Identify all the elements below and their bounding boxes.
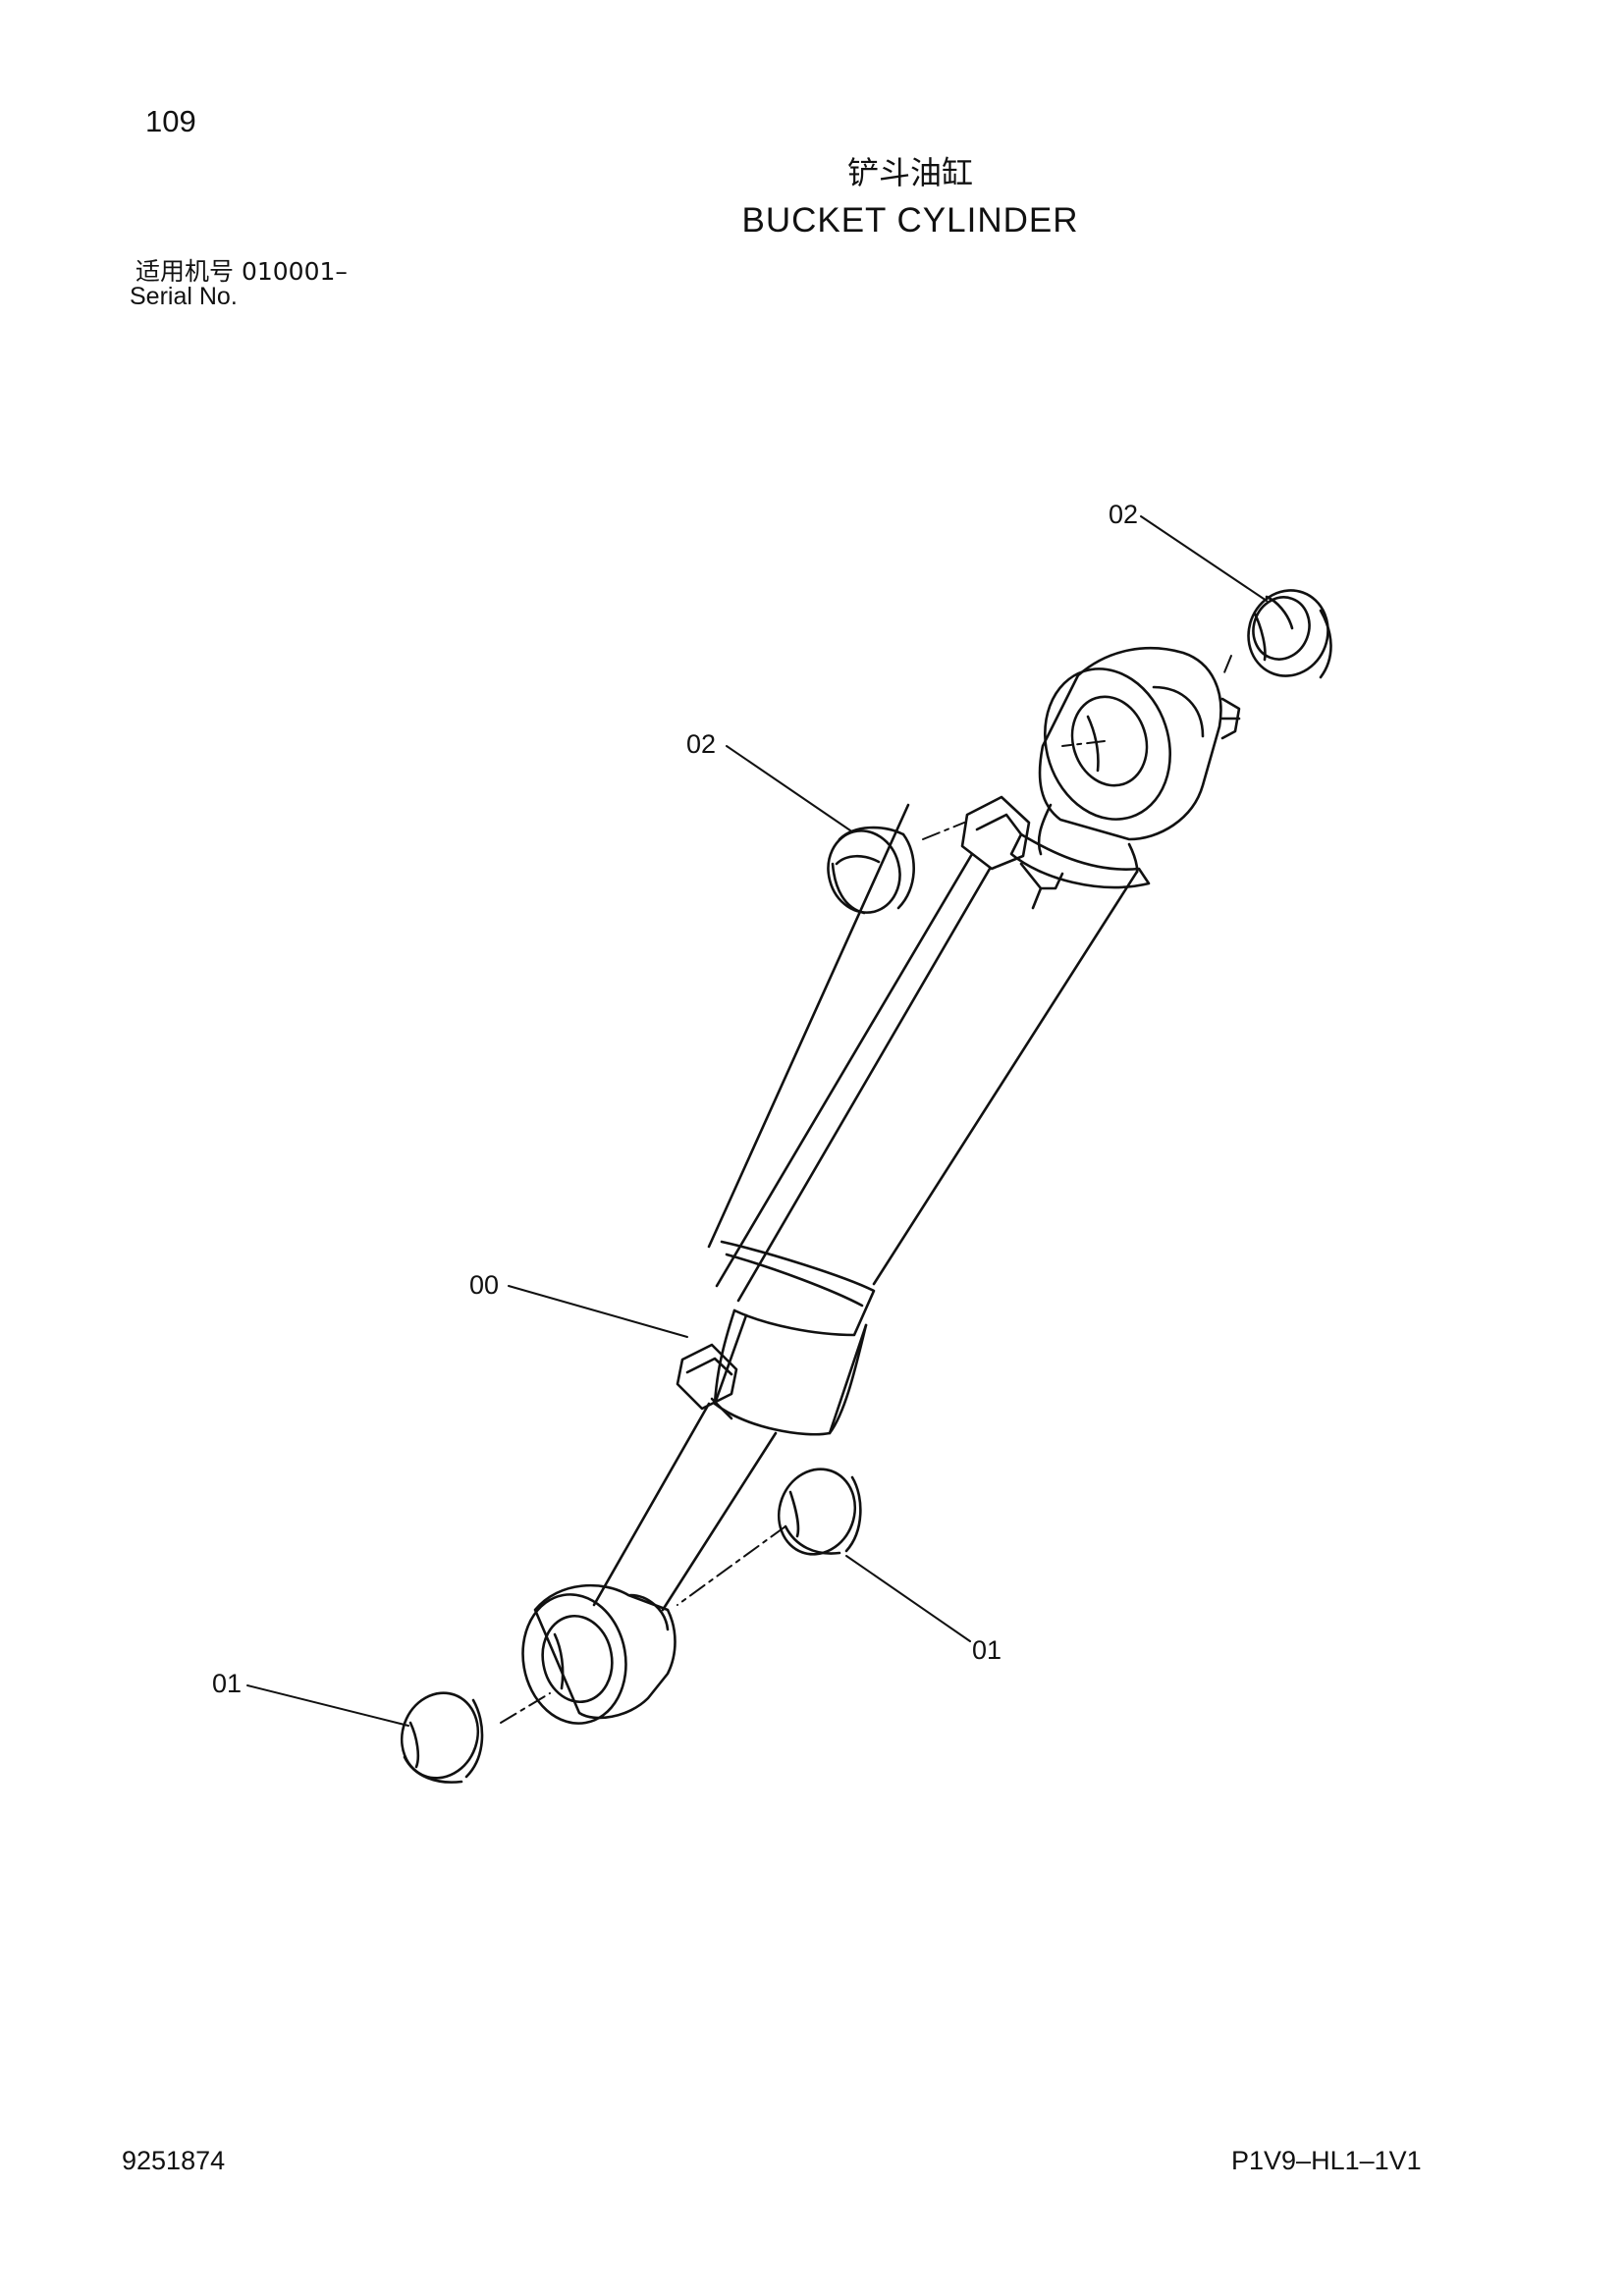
callout-part-02-left: 02 — [686, 729, 717, 759]
piston-rod — [592, 1402, 778, 1612]
serial-number-label-chinese: 适用机号 010001– — [135, 257, 348, 286]
hydraulic-pipe — [676, 795, 1064, 1420]
bushing-01-right — [777, 1468, 862, 1556]
callout-part-01-right: 01 — [972, 1635, 1002, 1665]
bushing-02-left — [827, 826, 915, 915]
callout-part-00: 00 — [469, 1270, 500, 1300]
callout-part-02-top: 02 — [1109, 500, 1139, 529]
bushing-02-top — [1247, 589, 1332, 679]
page-title-chinese: 铲斗油缸 — [846, 154, 973, 191]
serial-number-label-english: Serial No. — [130, 283, 238, 310]
callout-part-01-left: 01 — [212, 1669, 243, 1698]
assembly-axis-lines — [500, 655, 1232, 1724]
callout-leaders — [246, 515, 1268, 1727]
page-title-english: BUCKET CYLINDER — [741, 201, 1079, 240]
rod-end-eye — [521, 1583, 677, 1725]
document-number: 9251874 — [122, 2146, 226, 2175]
cylinder-barrel — [707, 803, 1139, 1436]
bushing-01-left — [400, 1691, 484, 1784]
cylinder-head-eye — [1009, 647, 1241, 889]
page-number: 109 — [145, 104, 196, 138]
document-code: P1V9–HL1–1V1 — [1231, 2146, 1422, 2175]
